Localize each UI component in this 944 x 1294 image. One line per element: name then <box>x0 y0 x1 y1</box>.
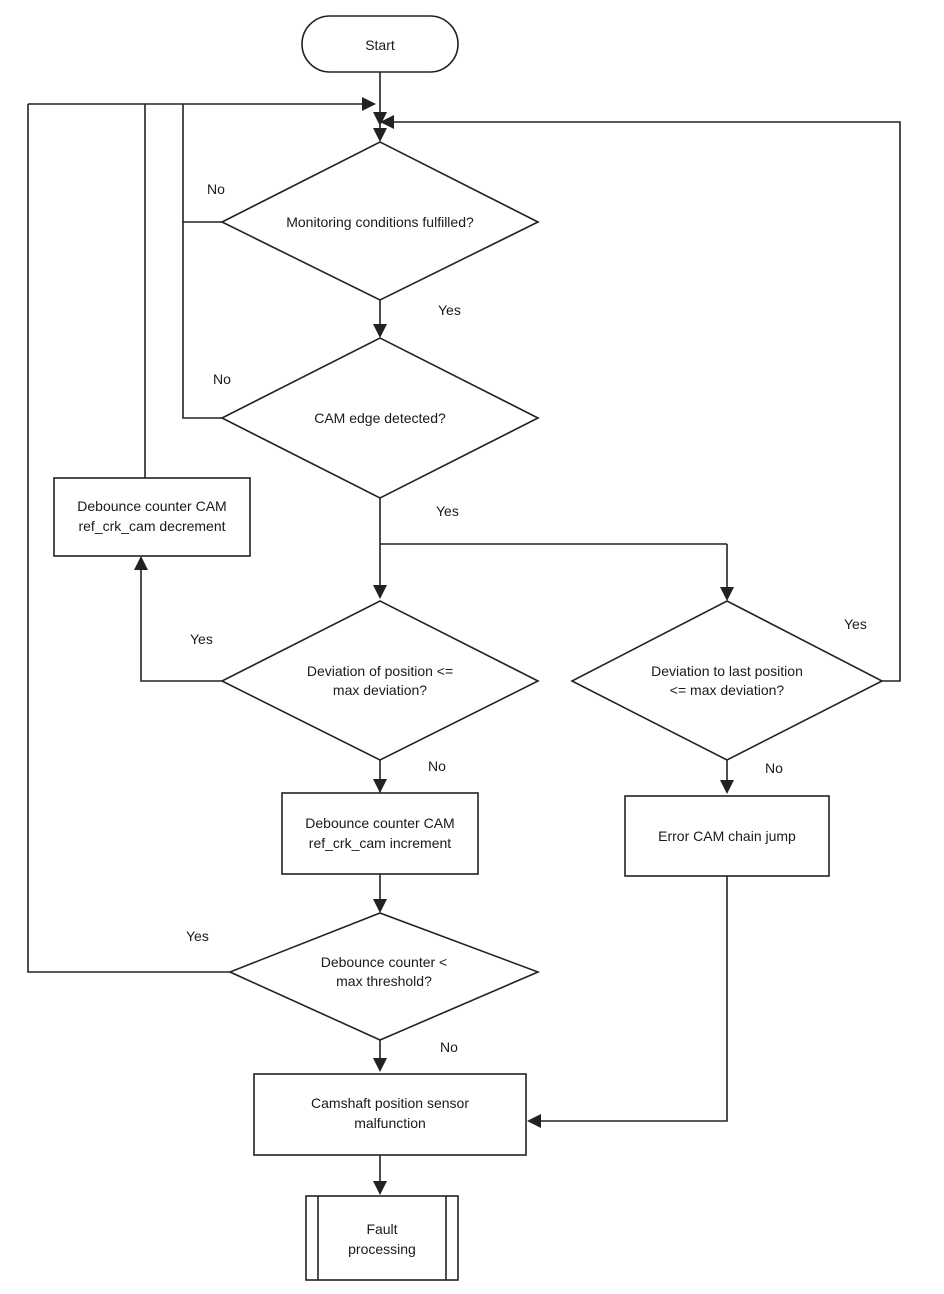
line-debounce-yes-loop <box>27 104 230 973</box>
label-yes-deviation-position: Yes <box>190 631 213 647</box>
error-chain-jump-label: Error CAM chain jump <box>658 828 796 844</box>
debounce-check-label-1: Debounce counter < <box>321 954 447 970</box>
cam-edge-decision <box>220 337 540 499</box>
connectors <box>27 72 901 1193</box>
line-error-to-malfunction <box>535 876 728 1122</box>
arrow-into-increment <box>373 779 387 793</box>
start-terminator <box>301 15 459 73</box>
fault-processing-label-2: processing <box>348 1241 416 1257</box>
deviation-last-label-1: Deviation to last position <box>651 663 803 679</box>
arrow-into-error <box>720 780 734 794</box>
debounce-decrement-box <box>53 477 251 557</box>
label-yes-monitoring: Yes <box>438 302 461 318</box>
arrow-error-into-malfunction <box>527 1114 541 1128</box>
fault-processing-label-1: Fault <box>366 1221 397 1237</box>
deviation-position-label-1: Deviation of position <= <box>307 663 453 679</box>
arrow-into-fault-processing <box>373 1181 387 1195</box>
arrow-top-merge <box>362 97 376 111</box>
label-no-monitoring: No <box>207 181 225 197</box>
debounce-increment-box <box>281 792 479 875</box>
deviation-last-label-2: <= max deviation? <box>670 682 785 698</box>
arrow-yes-loop-merge <box>380 115 394 129</box>
line-cam-edge-no-loop <box>182 222 222 419</box>
deviation-position-label-2: max deviation? <box>333 682 427 698</box>
arrow-into-deviation-position <box>373 585 387 599</box>
arrow-top-down <box>373 112 387 126</box>
deviation-last-decision <box>570 600 884 761</box>
arrow-into-monitoring <box>373 128 387 142</box>
debounce-decrement-label-1: Debounce counter CAM <box>77 498 226 514</box>
debounce-increment-label-1: Debounce counter CAM <box>305 815 454 831</box>
label-no-debounce-check: No <box>440 1039 458 1055</box>
arrow-into-malfunction <box>373 1058 387 1072</box>
label-no-deviation-last: No <box>765 760 783 776</box>
error-chain-jump-box <box>624 795 830 877</box>
line-deviation-yes-to-decrement <box>140 568 222 682</box>
label-yes-debounce-check: Yes <box>186 928 209 944</box>
label-yes-deviation-last: Yes <box>844 616 867 632</box>
label-no-deviation-position: No <box>428 758 446 774</box>
malfunction-label-1: Camshaft position sensor <box>311 1095 469 1111</box>
malfunction-label-2: malfunction <box>354 1115 426 1131</box>
debounce-decrement-label-2: ref_crk_cam decrement <box>78 518 225 534</box>
arrow-into-debounce-check <box>373 899 387 913</box>
cam-edge-label: CAM edge detected? <box>314 410 446 426</box>
malfunction-box <box>253 1073 527 1156</box>
fault-processing-box <box>305 1195 459 1281</box>
deviation-position-decision <box>220 600 540 761</box>
arrow-into-deviation-last <box>720 587 734 601</box>
arrow-into-decrement <box>134 556 148 570</box>
monitoring-label: Monitoring conditions fulfilled? <box>286 214 474 230</box>
line-monitoring-no-loop <box>182 104 222 223</box>
arrow-into-cam-edge <box>373 324 387 338</box>
debounce-check-decision <box>227 912 541 1041</box>
start-label: Start <box>365 37 395 53</box>
label-yes-cam-edge: Yes <box>436 503 459 519</box>
line-deviation-last-yes-loop <box>386 121 901 682</box>
label-no-cam-edge: No <box>213 371 231 387</box>
monitoring-decision <box>220 141 540 301</box>
debounce-check-label-2: max threshold? <box>336 973 432 989</box>
arrowheads <box>134 97 734 1195</box>
debounce-increment-label-2: ref_crk_cam increment <box>309 835 451 851</box>
